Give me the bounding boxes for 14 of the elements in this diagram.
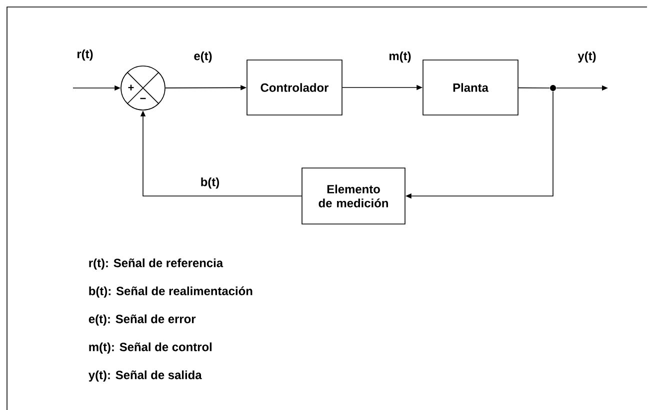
block-box: Elemento de medición — [302, 168, 406, 224]
block-box: Planta — [422, 60, 518, 116]
legend-text: b(t): Señal de realimentación — [89, 286, 252, 298]
legend-text: y(t): Señal de salida — [88, 370, 202, 382]
legend-text: m(t): Señal de control — [89, 342, 212, 354]
block-box: Controlador — [246, 60, 342, 116]
signal-label: b(t) — [201, 177, 220, 189]
signal-label: e(t) — [194, 51, 212, 63]
summing-junction: + − — [120, 66, 166, 110]
signal-label: m(t) — [390, 51, 411, 63]
signal-label: y(t) — [578, 51, 596, 63]
legend-text: e(t): Señal de error — [88, 314, 196, 326]
legend-text: r(t): Señal de referencia — [89, 258, 224, 270]
signal-label: r(t) — [78, 49, 93, 61]
